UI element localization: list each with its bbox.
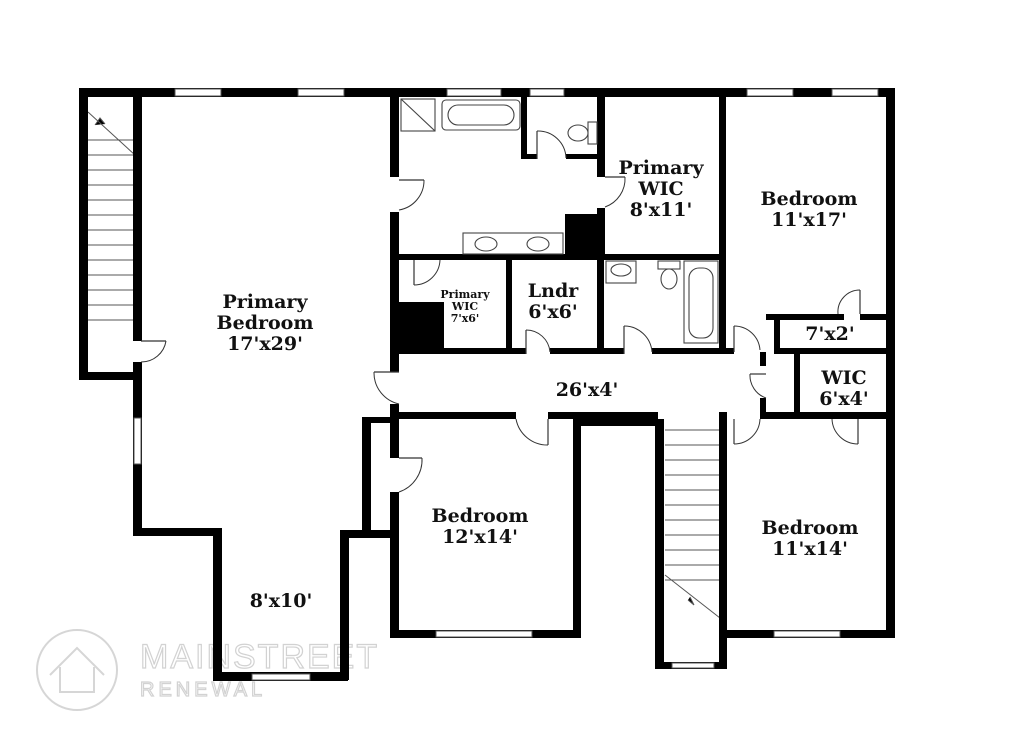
- doors: [140, 130, 861, 493]
- toilet2-icon: [657, 260, 681, 290]
- watermark-line2: RENEWAL: [140, 679, 266, 701]
- bedroom-center-size: 12'x14': [442, 526, 518, 548]
- room-labels: Primary Bedroom 17'x29' 8'x10' Primary W…: [217, 157, 869, 612]
- walls: [79, 88, 895, 681]
- bathtub2-icon: [683, 260, 719, 344]
- primary-wic-small-name-line1: Primary: [440, 288, 490, 301]
- bedroom-bottom-right-name: Bedroom: [762, 517, 859, 539]
- primary-wic-large-name-line1: Primary: [619, 157, 705, 179]
- hallway-size: 26'x4': [556, 379, 619, 401]
- primary-bedroom-name-line1: Primary: [223, 291, 309, 313]
- watermark-logo-icon: [36, 629, 118, 711]
- primary-bedroom-size: 17'x29': [227, 333, 303, 355]
- double-vanity-icon: [462, 232, 564, 255]
- bedroom-bottom-right-size: 11'x14': [772, 538, 848, 560]
- windows: [133, 88, 879, 681]
- bedroom-center-name: Bedroom: [432, 505, 529, 527]
- bath-fixtures: [400, 98, 719, 344]
- stairs-left: [87, 111, 136, 321]
- watermark: MAINSTREET RENEWAL: [36, 629, 379, 711]
- shower-icon: [400, 98, 436, 132]
- bathtub-icon: [441, 99, 521, 131]
- bedroom-top-right-name: Bedroom: [761, 188, 858, 210]
- bedroom-top-right-size: 11'x17': [771, 209, 847, 231]
- stairs-center: [664, 429, 721, 619]
- closet-7x2-size: 7'x2': [805, 323, 854, 345]
- laundry-size: 6'x6': [528, 301, 577, 323]
- primary-bedroom-name-line2: Bedroom: [217, 312, 314, 334]
- laundry-name: Lndr: [528, 280, 579, 302]
- watermark-line1: MAINSTREET: [140, 638, 379, 676]
- sink-icon: [605, 260, 637, 284]
- nook-size: 8'x10': [250, 590, 313, 612]
- primary-wic-large-size: 8'x11': [630, 199, 693, 221]
- primary-wic-large-name-line2: WIC: [637, 178, 683, 200]
- primary-wic-small-size: 7'x6': [451, 312, 480, 325]
- wic-right-name: WIC: [820, 367, 866, 389]
- wic-right-size: 6'x4': [819, 388, 868, 410]
- toilet-icon: [567, 121, 598, 145]
- primary-wic-small-name-line2: WIC: [451, 300, 478, 313]
